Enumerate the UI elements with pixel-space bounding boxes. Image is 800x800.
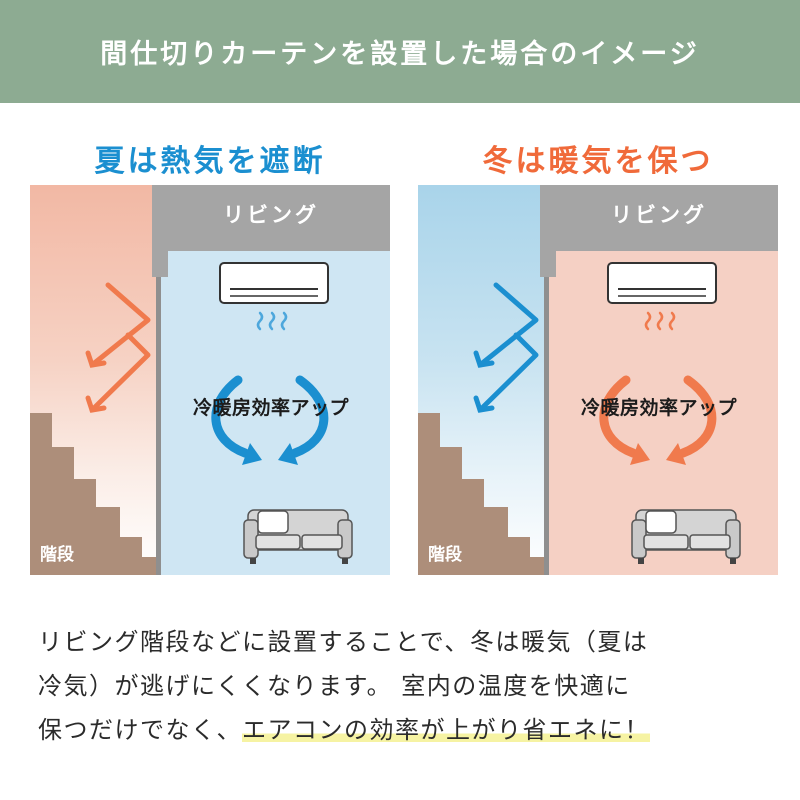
air-conditioner-icon — [219, 262, 329, 304]
description-line-3: 保つだけでなく、エアコンの効率が上がり省エネに！ — [38, 708, 768, 752]
description-text: リビング階段などに設置することで、冬は暖気（夏は 冷気）が逃げにくくなります。 … — [38, 620, 768, 752]
header-title: 間仕切りカーテンを設置した場合のイメージ — [100, 39, 700, 70]
draft-arrows — [89, 282, 151, 413]
draft-arrows — [477, 282, 539, 413]
air-flow-icon — [256, 311, 288, 331]
header-banner: 間仕切りカーテンを設置した場合のイメージ — [0, 0, 800, 103]
circulation-arrows — [599, 375, 717, 458]
efficiency-label: 冷暖房効率アップ — [580, 397, 737, 419]
description-line-2: 冷気）が逃げにくくなります。 室内の温度を快適に — [38, 672, 631, 700]
draft-arrowhead-1 — [85, 350, 107, 368]
living-room-label: リビング — [223, 203, 319, 227]
circulation-arrowhead-right — [666, 443, 686, 465]
stairs — [30, 413, 160, 575]
description-highlight: エアコンの効率が上がり省エネに！ — [242, 716, 650, 744]
panel-title-winter: 冬は暖気を保つ — [482, 144, 714, 179]
circulation-arrowhead-right — [278, 443, 298, 465]
panel-summer: リビング 冷暖房効率アップ 階段 — [30, 185, 390, 575]
stairs-label: 階段 — [40, 545, 74, 565]
sofa-icon — [631, 509, 741, 564]
air-conditioner-icon — [607, 262, 717, 304]
description-line-3-plain: 保つだけでなく、 — [38, 716, 242, 744]
panel-title-summer: 夏は熱気を遮断 — [94, 144, 326, 179]
curtain-partition — [544, 277, 549, 575]
circulation-arrows — [211, 375, 329, 458]
draft-arrowhead-2 — [85, 395, 107, 413]
draft-arrowhead-2 — [473, 395, 495, 413]
stairs-label: 階段 — [428, 545, 462, 565]
winter-illustration — [418, 185, 778, 575]
living-room-label: リビング — [611, 203, 707, 227]
stairs — [418, 413, 548, 575]
description-line-1: リビング階段などに設置することで、冬は暖気（夏は — [38, 628, 649, 656]
circulation-arrowhead-left — [242, 443, 262, 465]
circulation-arrowhead-left — [630, 443, 650, 465]
curtain-partition — [156, 277, 161, 575]
summer-illustration — [30, 185, 390, 575]
panel-winter: リビング 冷暖房効率アップ 階段 — [418, 185, 778, 575]
air-flow-icon — [644, 311, 676, 331]
efficiency-label: 冷暖房効率アップ — [192, 397, 349, 419]
draft-arrowhead-1 — [473, 350, 495, 368]
living-wall — [540, 185, 778, 277]
living-wall — [152, 185, 390, 277]
sofa-icon — [243, 509, 353, 564]
